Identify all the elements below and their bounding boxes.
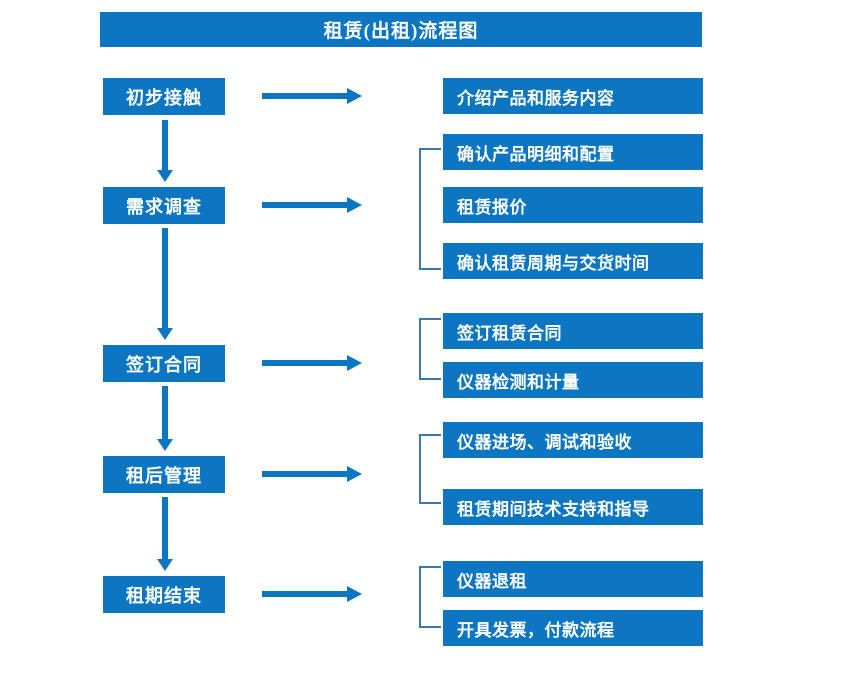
detail-box-3[interactable]: 租赁报价 <box>443 187 703 223</box>
flow-arrow-down-2 <box>157 228 173 340</box>
chart-title: 租赁(出租)流程图 <box>100 12 702 47</box>
stage-box-1[interactable]: 初步接触 <box>103 78 225 115</box>
detail-arrow-right-3 <box>262 355 362 371</box>
detail-arrow-right-5 <box>262 586 362 602</box>
group-bracket-1 <box>419 148 441 270</box>
stage-box-3[interactable]: 签订合同 <box>103 345 225 382</box>
detail-box-7[interactable]: 仪器进场、调试和验收 <box>443 422 703 458</box>
group-bracket-4 <box>419 566 441 628</box>
detail-box-5[interactable]: 签订租赁合同 <box>443 313 703 349</box>
flow-arrow-down-1 <box>157 120 173 182</box>
detail-arrow-right-1 <box>262 88 362 104</box>
detail-box-10[interactable]: 开具发票，付款流程 <box>443 610 703 646</box>
detail-box-2[interactable]: 确认产品明细和配置 <box>443 134 703 170</box>
stage-box-2[interactable]: 需求调查 <box>103 187 225 224</box>
detail-arrow-right-2 <box>262 197 362 213</box>
stage-box-5[interactable]: 租期结束 <box>103 576 225 613</box>
flow-arrow-down-4 <box>157 497 173 571</box>
detail-arrow-right-4 <box>262 466 362 482</box>
detail-box-6[interactable]: 仪器检测和计量 <box>443 362 703 398</box>
detail-box-9[interactable]: 仪器退租 <box>443 561 703 597</box>
group-bracket-3 <box>419 434 441 504</box>
group-bracket-2 <box>419 318 441 380</box>
flow-arrow-down-3 <box>157 386 173 451</box>
detail-box-4[interactable]: 确认租赁周期与交货时间 <box>443 243 703 279</box>
stage-box-4[interactable]: 租后管理 <box>103 456 225 493</box>
detail-box-1[interactable]: 介绍产品和服务内容 <box>443 78 703 114</box>
detail-box-8[interactable]: 租赁期间技术支持和指导 <box>443 489 703 525</box>
